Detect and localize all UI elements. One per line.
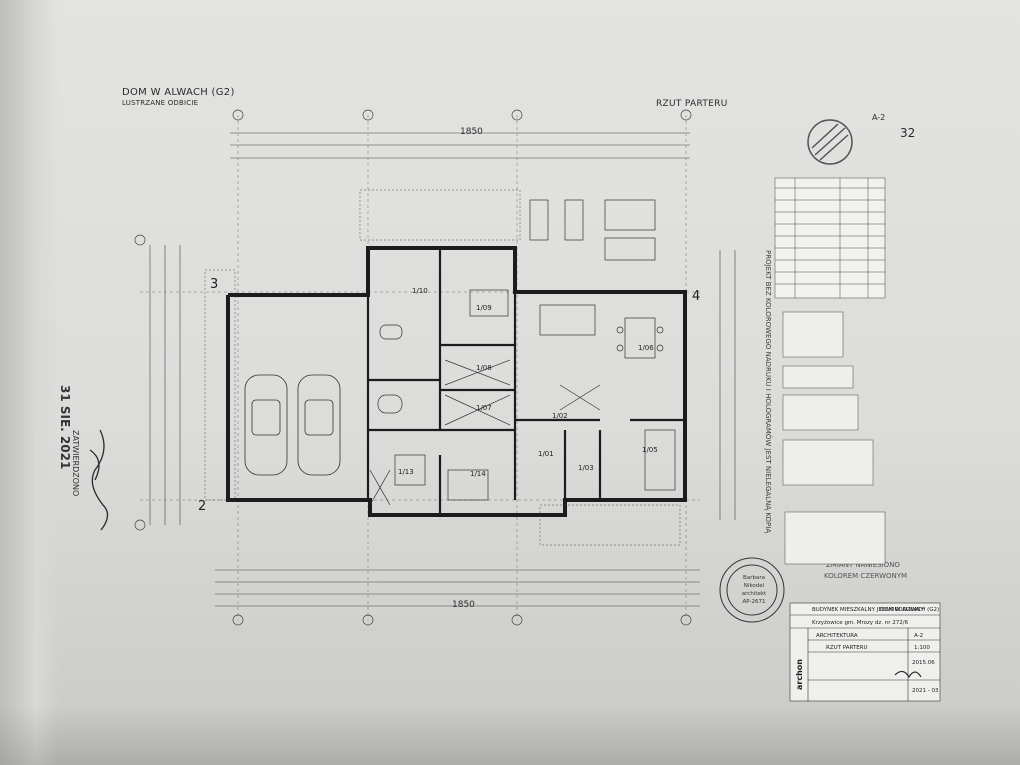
garage-cars [244, 374, 341, 476]
title-block-project: BUDYNEK MIESZKALNY JEDNORODZINNY [812, 607, 924, 613]
room-label: 1/05 [642, 446, 658, 454]
room-label: 1/02 [552, 412, 568, 420]
page-shadow [0, 705, 1020, 765]
title-block-location: Krzyżowice gm. Mrozy dz. nr 272/6 [812, 620, 909, 626]
title-block-house: DOM W ALWACH (G2) [880, 607, 939, 613]
sheet-code: A-2 [872, 113, 886, 122]
drawing-subtitle: LUSTRZANE ODBICIE [122, 99, 199, 107]
firm-logo: archon [795, 659, 804, 690]
title-block-revision: 2021 - 03 [912, 688, 939, 694]
interior-walls [366, 248, 685, 515]
title-block-drawing: RZUT PARTERU [826, 645, 868, 651]
room-label: 1/08 [476, 364, 492, 372]
signature-scribble [89, 429, 109, 531]
changes-subheading: KOLOREM CZERWONYM [824, 572, 908, 580]
page-number: 32 [900, 126, 916, 140]
room-label: 1/14 [470, 470, 486, 478]
grid-axes [140, 115, 700, 620]
paper-fold-shadow [0, 0, 60, 765]
seal-line: Nikodel [744, 583, 765, 589]
north-arrow-logo [807, 119, 853, 165]
title-block-date: 2015.06 [912, 660, 935, 666]
overall-dimension-top: 1850 [460, 127, 483, 137]
room-schedule-table [774, 177, 886, 299]
seal-line: architekt [742, 591, 767, 597]
grid-bubbles [134, 109, 692, 626]
title-block-code: A-2 [914, 633, 923, 639]
seal-signature [894, 670, 922, 679]
overall-dimension-bottom: 1850 [452, 600, 475, 610]
changes-heading: ZMIANY NANIESIONO [826, 561, 900, 569]
room-label: 1/01 [538, 450, 554, 458]
title-block [789, 602, 941, 702]
exterior-walls [226, 246, 687, 517]
title-block-scale: 1:100 [914, 645, 930, 651]
dimension-lines [149, 132, 736, 607]
room-label: 1/13 [398, 468, 414, 476]
plan-title: RZUT PARTERU [656, 99, 728, 109]
hatching [369, 359, 601, 506]
architect-seal [719, 557, 785, 623]
room-label: 1/07 [476, 404, 492, 412]
room-label: 1/10 [412, 287, 428, 295]
terrace-outline [204, 189, 681, 546]
room-label: 1/06 [638, 344, 654, 352]
title-block-discipline: ARCHITEKTURA [816, 633, 858, 639]
grid-marker-4: 4 [692, 289, 700, 304]
grid-markers: 3 2 4 [198, 277, 700, 514]
furniture [377, 199, 676, 501]
room-label: 1/09 [476, 304, 492, 312]
seal-line: Barbara [743, 575, 765, 581]
legend-boxes [782, 311, 886, 565]
seal-line: AP-2671 [743, 599, 766, 605]
grid-marker-2: 2 [198, 499, 206, 514]
room-label: 1/03 [578, 464, 594, 472]
room-labels: 1/10 1/09 1/08 1/06 1/07 1/13 1/14 1/01 … [398, 287, 658, 478]
drawing-title: DOM W ALWACH (G2) [122, 87, 235, 98]
grid-marker-3: 3 [210, 277, 218, 292]
